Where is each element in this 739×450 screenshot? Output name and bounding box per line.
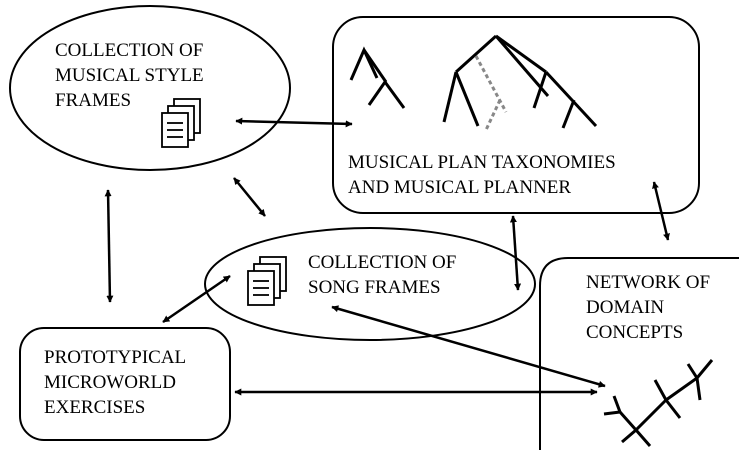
label-line: MICROWORLD (44, 372, 176, 393)
label-line: COLLECTION OF (308, 252, 457, 273)
arrow-song-to-exercises (162, 274, 231, 324)
concept-network-icon (603, 359, 714, 447)
document-stack-icon (161, 98, 201, 148)
plan-taxonomies-label: MUSICAL PLAN TAXONOMIES AND MUSICAL PLAN… (348, 150, 616, 200)
domain-concepts-label: NETWORK OF DOMAIN CONCEPTS (586, 270, 710, 345)
arrow-planner-to-song (509, 215, 522, 291)
label-line: COLLECTION OF (55, 40, 204, 61)
label-line: EXERCISES (44, 397, 146, 418)
label-line: NETWORK OF (586, 272, 711, 293)
arrow-song-to-concepts (331, 305, 606, 388)
tree-hierarchy-icon (349, 34, 598, 129)
dotted-branch-icon (474, 55, 508, 131)
label-line: FRAMES (55, 90, 132, 111)
arrow-planner-to-concepts (652, 181, 670, 241)
style-frames-node (9, 5, 291, 171)
label-line: MUSICAL STYLE (55, 65, 204, 86)
label-line: PROTOTYPICAL (44, 347, 187, 368)
arrow-style-to-planner (235, 117, 353, 128)
connection-arrows (104, 117, 670, 396)
song-frames-label: COLLECTION OF SONG FRAMES (308, 250, 456, 300)
style-frames-label: COLLECTION OF MUSICAL STYLE FRAMES (55, 38, 204, 113)
label-line: AND MUSICAL PLANNER (348, 177, 572, 198)
label-line: DOMAIN (586, 297, 665, 318)
label-line: MUSICAL PLAN TAXONOMIES (348, 152, 616, 173)
plan-taxonomies-node (332, 16, 700, 214)
exercises-node (19, 327, 231, 441)
arrow-style-to-song (233, 177, 266, 217)
domain-concepts-node (539, 257, 739, 450)
document-stack-icon (247, 256, 287, 306)
arrow-style-to-exercises (104, 189, 114, 303)
label-line: SONG FRAMES (308, 277, 441, 298)
exercises-label: PROTOTYPICAL MICROWORLD EXERCISES (44, 345, 186, 420)
label-line: CONCEPTS (586, 322, 684, 343)
